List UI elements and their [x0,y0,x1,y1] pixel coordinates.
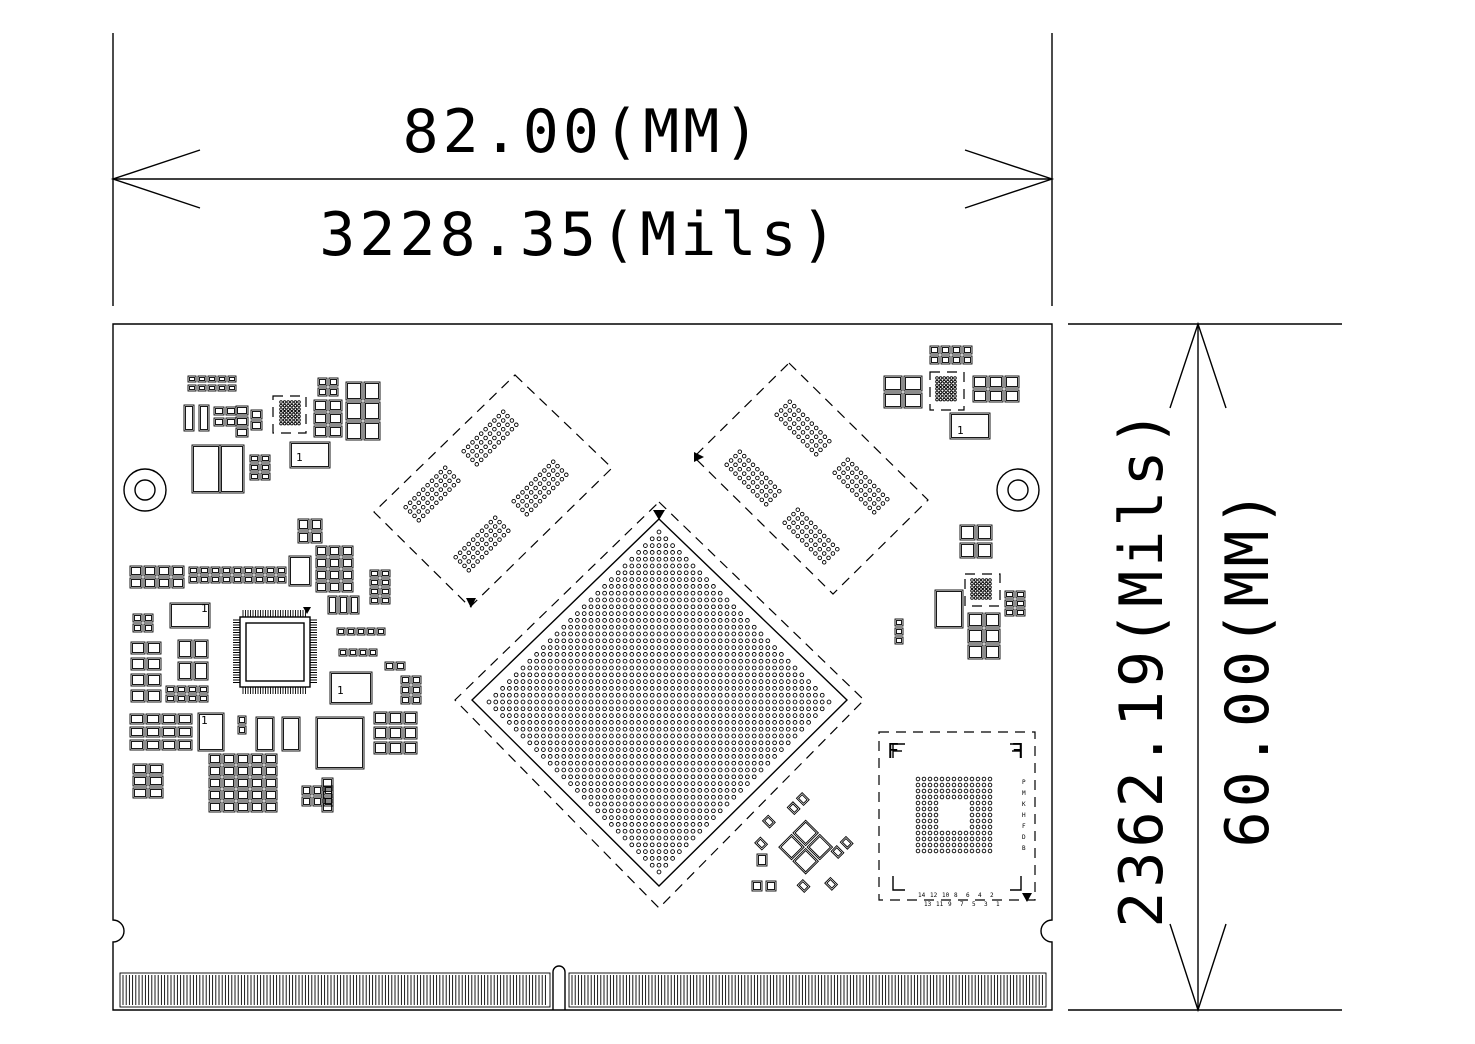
emmc-col-label-top: 6 [966,892,970,899]
height-mm-label: 60.00(MM) [1213,486,1283,847]
soc-bga [454,501,865,909]
emmc-row-label: M [1022,790,1026,797]
emmc-col-label-top: 12 [930,892,938,899]
ddr-left [373,374,613,608]
qfp-chip [233,607,317,694]
width-dimension: 82.00(MM) 3228.35(Mils) [110,33,1055,306]
emmc-row-label: F [1022,823,1026,830]
width-mils-label: 3228.35(Mils) [319,200,841,270]
emmc-marker-tl: F [887,739,899,763]
emmc-row-label: D [1022,834,1026,841]
emmc-col-label-top: 14 [918,892,926,899]
emmc-col-label-bottom: 1 [996,901,1000,908]
edge-connector-pins [119,972,1047,1008]
width-mm-label: 82.00(MM) [402,97,763,167]
emmc-row-label: H [1022,812,1026,819]
passive-components [129,345,1026,893]
board-outline [112,323,1053,1011]
mounting-hole-right [996,468,1040,512]
emmc-marker-tr: F [1012,739,1024,763]
emmc-col-label-top: 10 [942,892,950,899]
height-dimension: 2362.19(Mils) 60.00(MM) [1068,321,1342,1013]
emmc-col-label-bottom: 3 [984,901,988,908]
emmc-col-label-top: 8 [954,892,958,899]
pin1-label-c: 1 [201,602,208,615]
emmc-row-label: K [1022,801,1026,808]
emmc-col-label-bottom: 9 [948,901,952,908]
emmc-col-label-top: 4 [978,892,982,899]
emmc-col-label-bottom: 13 [924,901,932,908]
sensor-bga-right-mid [964,573,1001,607]
pin1-label-d: 1 [201,714,208,727]
pin1-label-e: 1 [957,424,964,437]
emmc-col-label-bottom: 7 [960,901,964,908]
emmc-col-label-top: 2 [990,892,994,899]
emmc-row-label: P [1022,779,1026,786]
height-mils-label: 2362.19(Mils) [1107,406,1177,928]
sensor-bga-right-top [929,371,965,411]
sensor-bga-left [272,395,307,434]
mounting-hole-left [123,468,167,512]
pin1-label-a: 1 [296,451,303,464]
emmc-col-label-bottom: 11 [936,901,944,908]
emmc-col-label-bottom: 5 [972,901,976,908]
pin1-label-b: 1 [337,684,344,697]
emmc-row-label: B [1022,845,1026,852]
ddr-right [693,362,929,595]
